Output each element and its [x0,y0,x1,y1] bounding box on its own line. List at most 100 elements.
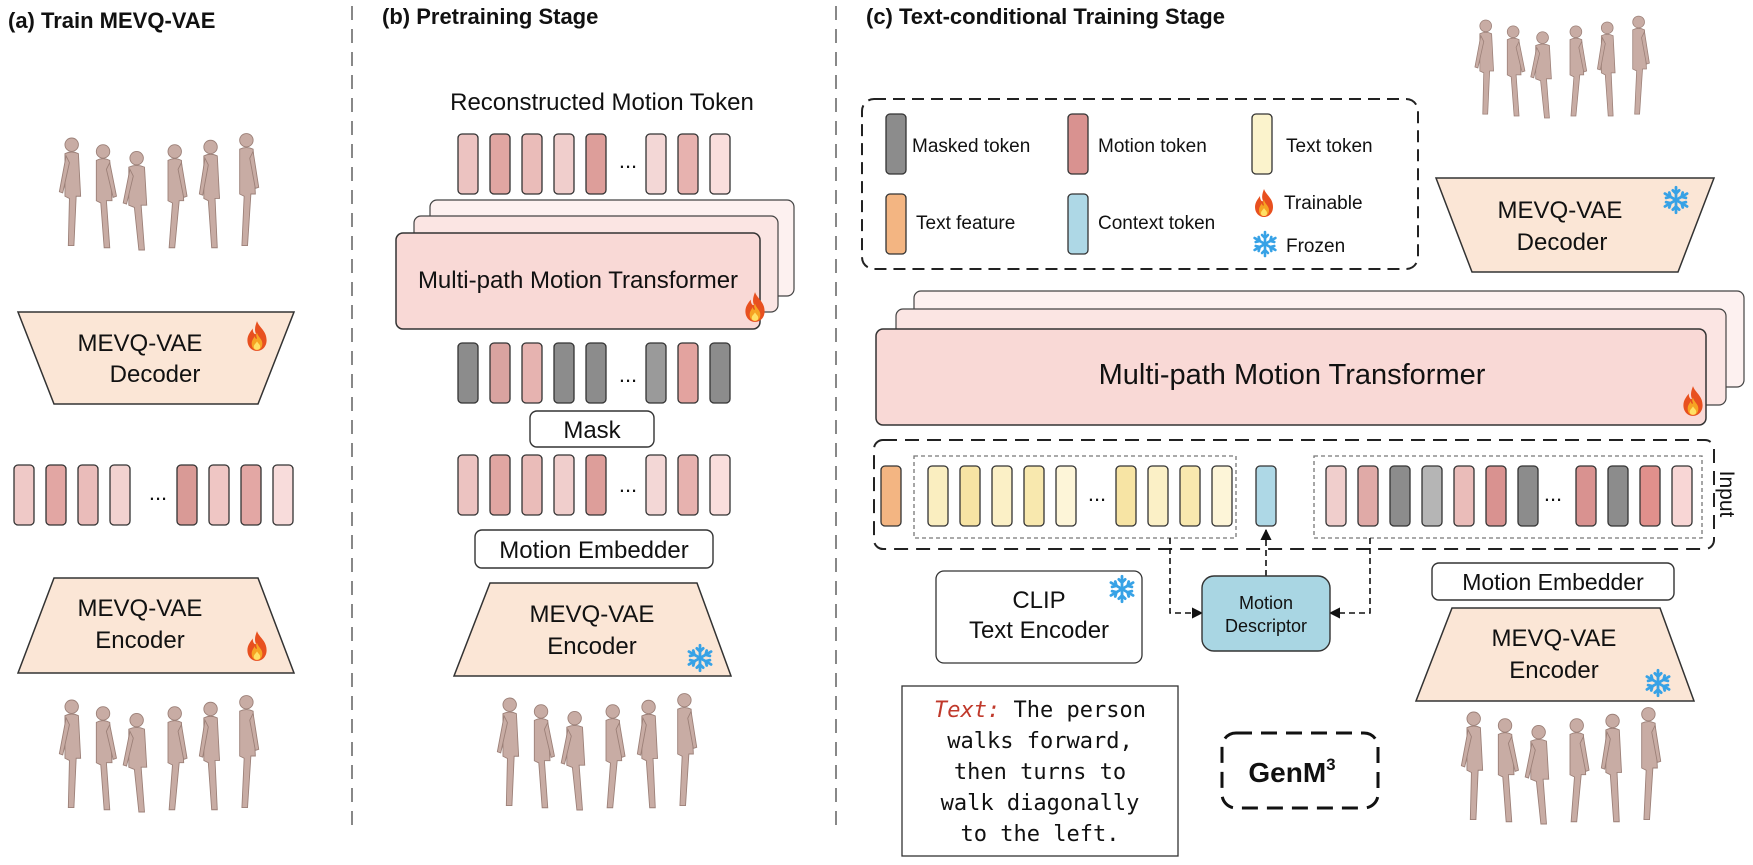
motion-token [645,454,667,516]
reconstructed-token-label: Reconstructed Motion Token [450,89,754,116]
reconstructed-token [489,133,511,195]
masked-or-motion-token [521,342,543,404]
decoder-label-line1: MEVQ-VAE [78,330,203,357]
reconstructed-token [553,133,575,195]
motion-token [1357,465,1379,527]
model-name: GenM3 [1248,755,1335,788]
walking-motion-image [496,693,698,811]
motion-token [1671,465,1693,527]
motion-token [1453,465,1475,527]
arrow-motion-to-descriptor [1328,538,1371,619]
encoder-label-line2: Encoder [95,627,184,654]
mevq-vae-decoder [1434,177,1716,273]
reconstructed-token [521,133,543,195]
text-prompt-line4: walk diagonally [941,791,1140,816]
ellipsis: ... [619,472,637,497]
motion-embedder-box [1431,562,1675,601]
mevq-vae-encoder [16,577,296,674]
motion-token-row [457,454,731,516]
section-title-c: (c) Text-conditional Training Stage [866,4,1225,29]
clip-label-line1: CLIP [1012,587,1065,614]
legend-text-feature-label: Text feature [916,213,1015,234]
descriptor-label-line1: Motion [1239,593,1293,613]
masked-or-motion-token [457,342,479,404]
text-feature-token [880,465,902,527]
text-prompt-box [901,685,1179,857]
text-prompt-line3: then turns to [954,760,1126,785]
mevq-vae-encoder [1414,607,1696,702]
text-prompt-line5: to the left. [961,822,1120,847]
transformer-label: Multi-path Motion Transformer [1099,359,1486,391]
walking-motion-image [1460,707,1662,825]
model-name-superscript: 3 [1326,755,1335,774]
motion-token [272,464,294,526]
motion-token [1517,465,1539,527]
ellipsis: ... [1544,481,1562,506]
motion-token [45,464,67,526]
masked-or-motion-token [677,342,699,404]
decoder-label-line2: Decoder [110,361,201,388]
motion-token [208,464,230,526]
motion-token [13,464,35,526]
ellipsis: ... [619,362,637,387]
text-token [1115,465,1137,527]
ellipsis: ... [149,480,167,505]
encoder-label-line1: MEVQ-VAE [530,601,655,628]
motion-token-row [13,464,294,526]
legend-masked-label: Masked token [912,136,1030,157]
masked-or-motion-token [585,342,607,404]
reconstructed-token [645,133,667,195]
motion-token [77,464,99,526]
masked-or-motion-token [489,342,511,404]
multi-path-motion-transformer [875,328,1707,426]
legend-frozen-label: Frozen [1286,236,1345,257]
decoder-label-line2: Decoder [1517,229,1608,256]
motion-token [677,454,699,516]
text-token-row [927,465,1233,527]
motion-token [109,464,131,526]
motion-token [1607,465,1629,527]
motion-token [176,464,198,526]
ellipsis: ... [619,148,637,173]
motion-embedder-label: Motion Embedder [499,537,688,564]
legend-text-feature-swatch [885,193,907,255]
masked-or-motion-token [645,342,667,404]
legend-box [861,98,1419,270]
text-prompt-prefix: Text: [934,698,1000,723]
reconstructed-token [677,133,699,195]
motion-embedder-box [474,529,714,569]
model-name-box [1220,731,1380,810]
masked-or-motion-token [709,342,731,404]
text-token [959,465,981,527]
motion-token [457,454,479,516]
encoder-label-line1: MEVQ-VAE [78,595,203,622]
motion-token [1325,465,1347,527]
walking-motion-image [58,695,260,813]
legend-context-swatch [1067,193,1089,255]
transformer-label: Multi-path Motion Transformer [418,267,738,294]
motion-token [1485,465,1507,527]
text-token [927,465,949,527]
descriptor-label-line2: Descriptor [1225,616,1307,636]
motion-token [489,454,511,516]
input-label: Input [1715,471,1738,518]
reconstructed-token [457,133,479,195]
reconstructed-token [585,133,607,195]
text-token [1211,465,1233,527]
motion-token [521,454,543,516]
legend-trainable-label: Trainable [1284,193,1363,214]
decoder-label-line1: MEVQ-VAE [1498,197,1623,224]
text-token [1179,465,1201,527]
mask-box [529,410,655,448]
legend-masked-swatch [885,113,907,175]
clip-text-encoder [935,570,1143,664]
section-title-b: (b) Pretraining Stage [382,4,598,29]
walking-motion-image [58,133,260,251]
motion-token [553,454,575,516]
motion-token-row [1325,465,1693,527]
mevq-vae-encoder [452,582,733,677]
text-token [991,465,1013,527]
motion-token [1575,465,1597,527]
motion-token [240,464,262,526]
motion-descriptor [1201,575,1331,652]
